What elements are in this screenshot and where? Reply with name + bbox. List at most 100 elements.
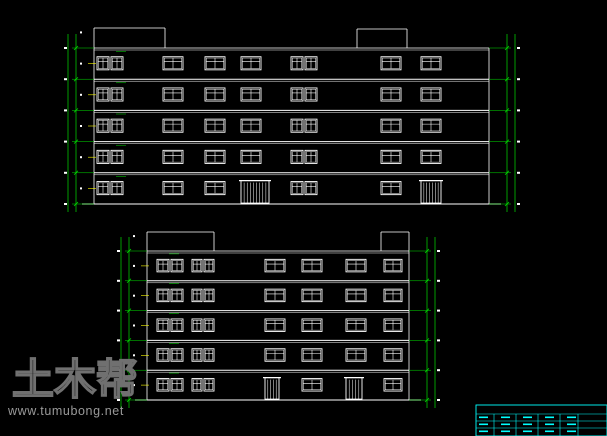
lower-elevation — [117, 231, 440, 408]
window — [380, 149, 402, 164]
window — [162, 149, 184, 164]
window-frame — [380, 181, 402, 196]
dimension-tick — [504, 201, 510, 207]
window — [240, 87, 262, 102]
window — [345, 348, 367, 362]
level-marker — [117, 399, 120, 401]
window — [290, 87, 304, 102]
window — [162, 87, 184, 102]
dimension-tick — [73, 170, 79, 176]
dimension-text-mark — [133, 354, 135, 357]
level-marker — [517, 203, 520, 205]
window — [345, 288, 367, 303]
level-marker — [64, 109, 67, 112]
window — [264, 348, 286, 362]
level-marker — [437, 279, 440, 282]
entrance-door — [239, 180, 271, 204]
level-marker — [517, 78, 520, 81]
window — [96, 149, 110, 164]
window-frame — [301, 378, 323, 392]
window-frame — [264, 258, 286, 273]
window-frame — [240, 149, 262, 164]
window-frame — [162, 181, 184, 196]
window — [304, 149, 318, 164]
window-frame — [383, 258, 403, 273]
window-frame — [110, 56, 124, 71]
window-frame — [156, 288, 170, 303]
window — [420, 149, 442, 164]
window-frame — [110, 118, 124, 133]
window-frame — [110, 149, 124, 164]
dimension-text-mark — [133, 235, 135, 238]
window-frame — [264, 348, 286, 362]
window-frame — [290, 181, 304, 196]
window-frame — [304, 118, 318, 133]
dimension-tick — [424, 397, 430, 403]
title-block-cell-text — [523, 430, 532, 433]
dimension-tick — [126, 338, 132, 343]
dimension-text-mark — [80, 31, 82, 34]
window — [203, 258, 215, 273]
window — [191, 318, 203, 332]
window — [301, 258, 323, 273]
dimension-tick — [504, 139, 510, 144]
window-frame — [380, 87, 402, 102]
window-frame — [204, 56, 226, 71]
window — [301, 378, 323, 392]
window-frame — [380, 56, 402, 71]
window-frame — [240, 87, 262, 102]
window-frame — [304, 56, 318, 71]
window — [191, 348, 203, 362]
level-marker — [437, 369, 440, 372]
level-marker — [64, 140, 67, 143]
dimension-tick — [504, 170, 510, 176]
title-block-cell-text — [545, 430, 554, 433]
window-frame — [345, 288, 367, 303]
window — [380, 118, 402, 133]
window-frame — [162, 118, 184, 133]
window-frame — [162, 87, 184, 102]
window-frame — [170, 348, 184, 362]
dimension-tick — [73, 201, 79, 207]
window-frame — [110, 87, 124, 102]
window-frame — [170, 318, 184, 332]
window — [290, 181, 304, 196]
window — [383, 258, 403, 273]
window-frame — [383, 348, 403, 362]
window — [304, 118, 318, 133]
window — [301, 318, 323, 332]
dimension-tick — [424, 367, 430, 373]
window — [383, 288, 403, 303]
window-frame — [204, 181, 226, 196]
level-marker — [64, 78, 67, 81]
window — [380, 181, 402, 196]
window — [203, 288, 215, 303]
dimension-tick — [73, 76, 79, 82]
window — [290, 56, 304, 71]
window-frame — [96, 181, 110, 196]
window-frame — [203, 258, 215, 273]
window — [170, 288, 184, 303]
window-frame — [345, 348, 367, 362]
level-marker — [517, 47, 520, 49]
title-block-cell-text — [479, 423, 488, 426]
title-block-frame — [475, 404, 607, 436]
window-frame — [96, 56, 110, 71]
window — [345, 258, 367, 273]
window — [264, 288, 286, 303]
window — [240, 118, 262, 133]
window — [240, 56, 262, 71]
window — [96, 87, 110, 102]
title-block — [475, 404, 607, 436]
window-frame — [301, 288, 323, 303]
dimension-text-mark — [133, 294, 135, 297]
upper-elevation — [64, 27, 520, 212]
window — [96, 181, 110, 196]
window-frame — [170, 258, 184, 273]
title-block-cell-text — [567, 423, 576, 426]
dimension-text-mark — [80, 156, 82, 159]
window-frame — [301, 258, 323, 273]
window — [380, 87, 402, 102]
window — [191, 288, 203, 303]
window-frame — [204, 149, 226, 164]
